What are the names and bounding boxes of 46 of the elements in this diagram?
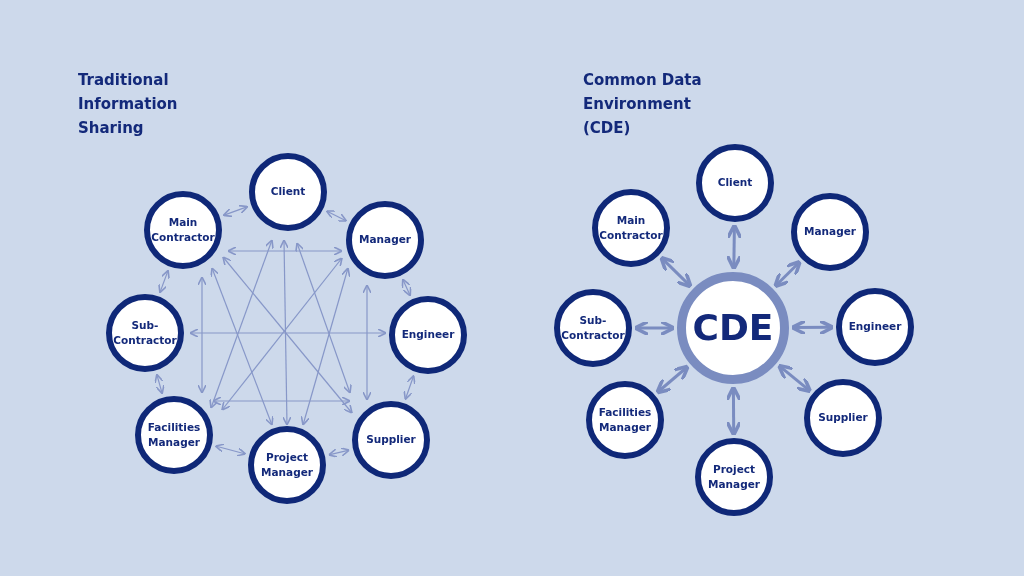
- node-label: Client: [716, 175, 754, 191]
- node-label: CDE: [691, 310, 775, 346]
- node-label: Sub-Contractor: [112, 317, 178, 348]
- double-arrow: [158, 269, 170, 294]
- node-label: Manager: [803, 224, 857, 240]
- node-label: Manager: [358, 232, 412, 248]
- double-arrow: [725, 223, 743, 271]
- panel-heading: Traditional Information Sharing: [78, 70, 179, 139]
- double-arrow: [362, 284, 372, 401]
- double-arrow: [189, 328, 387, 338]
- double-arrow: [725, 385, 742, 437]
- double-arrow: [773, 259, 802, 289]
- double-arrow: [227, 246, 343, 256]
- double-arrow: [790, 319, 835, 336]
- node-label: Main Contractor: [598, 212, 664, 243]
- node-label: Main Contractor: [150, 214, 216, 245]
- double-arrow: [659, 255, 693, 289]
- double-arrow: [776, 363, 813, 394]
- double-arrow: [222, 204, 249, 218]
- double-arrow: [655, 364, 690, 395]
- node-label: Client: [269, 184, 307, 200]
- double-arrow: [295, 242, 352, 394]
- double-arrow: [214, 443, 247, 457]
- circle-node: [677, 272, 789, 384]
- node-label: Sub-Contractor: [560, 312, 626, 343]
- double-arrow: [328, 447, 350, 458]
- double-arrow: [403, 374, 416, 401]
- node-label: Supplier: [365, 432, 417, 448]
- node-label: Facilities Manager: [597, 404, 653, 435]
- node-label: Engineer: [847, 319, 903, 335]
- double-arrow: [154, 373, 165, 395]
- double-arrow: [300, 267, 351, 426]
- double-arrow: [209, 239, 274, 409]
- node-label: Project Manager: [260, 449, 314, 480]
- double-arrow: [197, 276, 207, 394]
- double-arrow: [212, 396, 351, 406]
- double-arrow: [279, 239, 292, 426]
- panel-heading: Common Data Environment (CDE): [583, 70, 703, 139]
- node-label: Engineer: [400, 327, 456, 343]
- double-arrow: [633, 319, 676, 337]
- double-arrow: [401, 278, 412, 297]
- node-label: Supplier: [817, 410, 869, 426]
- double-arrow: [325, 210, 348, 222]
- node-label: Facilities Manager: [146, 419, 202, 450]
- double-arrow: [210, 267, 274, 426]
- node-label: Project Manager: [707, 461, 761, 492]
